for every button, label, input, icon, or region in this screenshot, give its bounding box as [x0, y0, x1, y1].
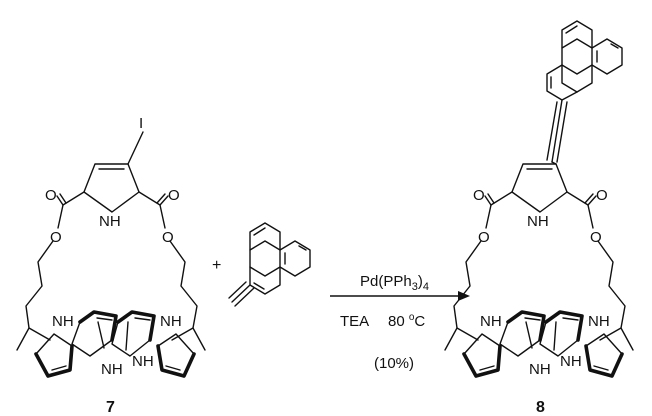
carbonyl-oxygen-right-label: O — [168, 187, 180, 204]
top-pyrrole-nh-label: NH — [99, 213, 121, 230]
plus-sign: + — [212, 257, 221, 274]
ethynylpyrene-structure — [228, 222, 311, 307]
calix-nh-label-4: NH — [160, 313, 182, 330]
product-carbonyl-oxygen-left-label: O — [473, 187, 485, 204]
product-calix-nh-label-1: NH — [480, 313, 502, 330]
ester-oxygen-left-label: O — [50, 229, 62, 246]
product-calix-nh-label-3: NH — [560, 353, 582, 370]
temperature-label: 80 oC — [388, 312, 425, 330]
product-calix-nh-label-4: NH — [588, 313, 610, 330]
product-ester-oxygen-right-label: O — [590, 229, 602, 246]
iodo-atom-label: I — [139, 115, 143, 132]
compound-7-structure — [16, 131, 206, 378]
reaction-arrow — [330, 291, 470, 301]
catalyst-label: Pd(PPh3)4 — [360, 273, 429, 293]
product-carbonyl-oxygen-right-label: O — [596, 187, 608, 204]
calix-nh-label-2: NH — [101, 361, 123, 378]
product-top-pyrrole-nh-label: NH — [527, 213, 549, 230]
carbonyl-oxygen-left-label: O — [45, 187, 57, 204]
compound-8-number: 8 — [536, 399, 545, 416]
calix-nh-label-1: NH — [52, 313, 74, 330]
ester-oxygen-right-label: O — [162, 229, 174, 246]
calix-nh-label-3: NH — [132, 353, 154, 370]
product-ester-oxygen-left-label: O — [478, 229, 490, 246]
base-label: TEA — [340, 313, 369, 330]
compound-7-number: 7 — [106, 399, 115, 416]
product-calix-nh-label-2: NH — [529, 361, 551, 378]
yield-label: (10%) — [374, 355, 414, 372]
compound-8-structure — [444, 20, 634, 378]
